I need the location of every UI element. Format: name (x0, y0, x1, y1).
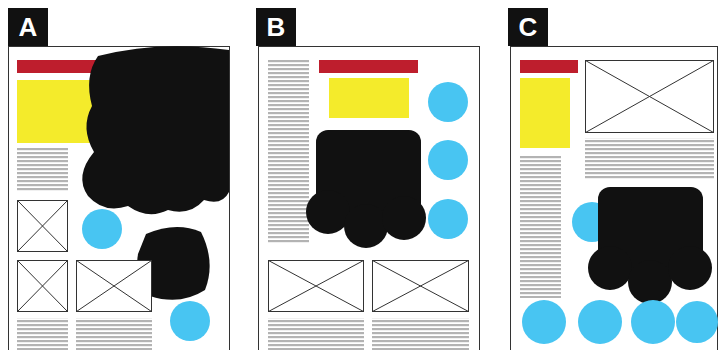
page-frame (9, 47, 230, 350)
image-placeholder (373, 261, 469, 312)
image-cross (373, 261, 469, 312)
image-frame (18, 261, 68, 312)
panel-letter: A (19, 14, 38, 40)
panel-label: B (256, 8, 296, 46)
cyan-circle (578, 300, 622, 344)
paw-toe (668, 246, 712, 290)
paw-toe (588, 246, 632, 290)
page-frame (511, 47, 718, 350)
image-frame (586, 61, 714, 133)
image-frame (77, 261, 152, 312)
headline-bar (319, 60, 418, 73)
image-frame (269, 261, 364, 312)
page-c (511, 47, 719, 350)
page-b (259, 47, 480, 350)
paw-blob (306, 130, 426, 248)
text-lines (17, 318, 68, 350)
yellow-block (17, 80, 97, 143)
image-placeholder (269, 261, 364, 312)
panel-label: C (508, 8, 548, 46)
paw-blob (588, 187, 712, 304)
yellow-block (329, 78, 409, 118)
text-lines (268, 318, 364, 350)
image-cross (269, 261, 364, 312)
panel-letter: B (267, 14, 286, 40)
cyan-circle (170, 301, 210, 341)
paw-toe (306, 190, 350, 234)
cyan-circle (82, 209, 122, 249)
paw-toe (628, 260, 672, 304)
cyan-circle (676, 301, 718, 343)
image-placeholder (586, 61, 714, 133)
paw-toe (382, 196, 426, 240)
image-placeholder (18, 201, 68, 252)
cyan-circle (522, 300, 566, 344)
yellow-block (520, 78, 570, 148)
paw-toe (344, 204, 388, 248)
text-lines (76, 318, 152, 350)
panel-label: A (8, 8, 48, 46)
image-cross (18, 261, 68, 312)
cyan-circle (631, 300, 675, 344)
image-cross (77, 261, 152, 312)
text-lines (372, 318, 469, 350)
page-a (9, 46, 230, 350)
image-frame (373, 261, 469, 312)
cyan-circle (428, 140, 468, 180)
image-frame (18, 201, 68, 252)
paw-blob (82, 46, 229, 214)
text-lines (585, 138, 714, 180)
panel-letter: C (519, 14, 538, 40)
page-frame (259, 47, 480, 350)
cyan-circle (428, 82, 468, 122)
image-placeholder (77, 261, 152, 312)
image-cross (18, 201, 68, 252)
text-lines (268, 60, 309, 243)
text-lines (520, 155, 561, 298)
headline-bar (520, 60, 578, 73)
text-lines (17, 148, 68, 192)
cyan-circle (428, 199, 468, 239)
image-placeholder (18, 261, 68, 312)
image-cross (586, 61, 714, 133)
